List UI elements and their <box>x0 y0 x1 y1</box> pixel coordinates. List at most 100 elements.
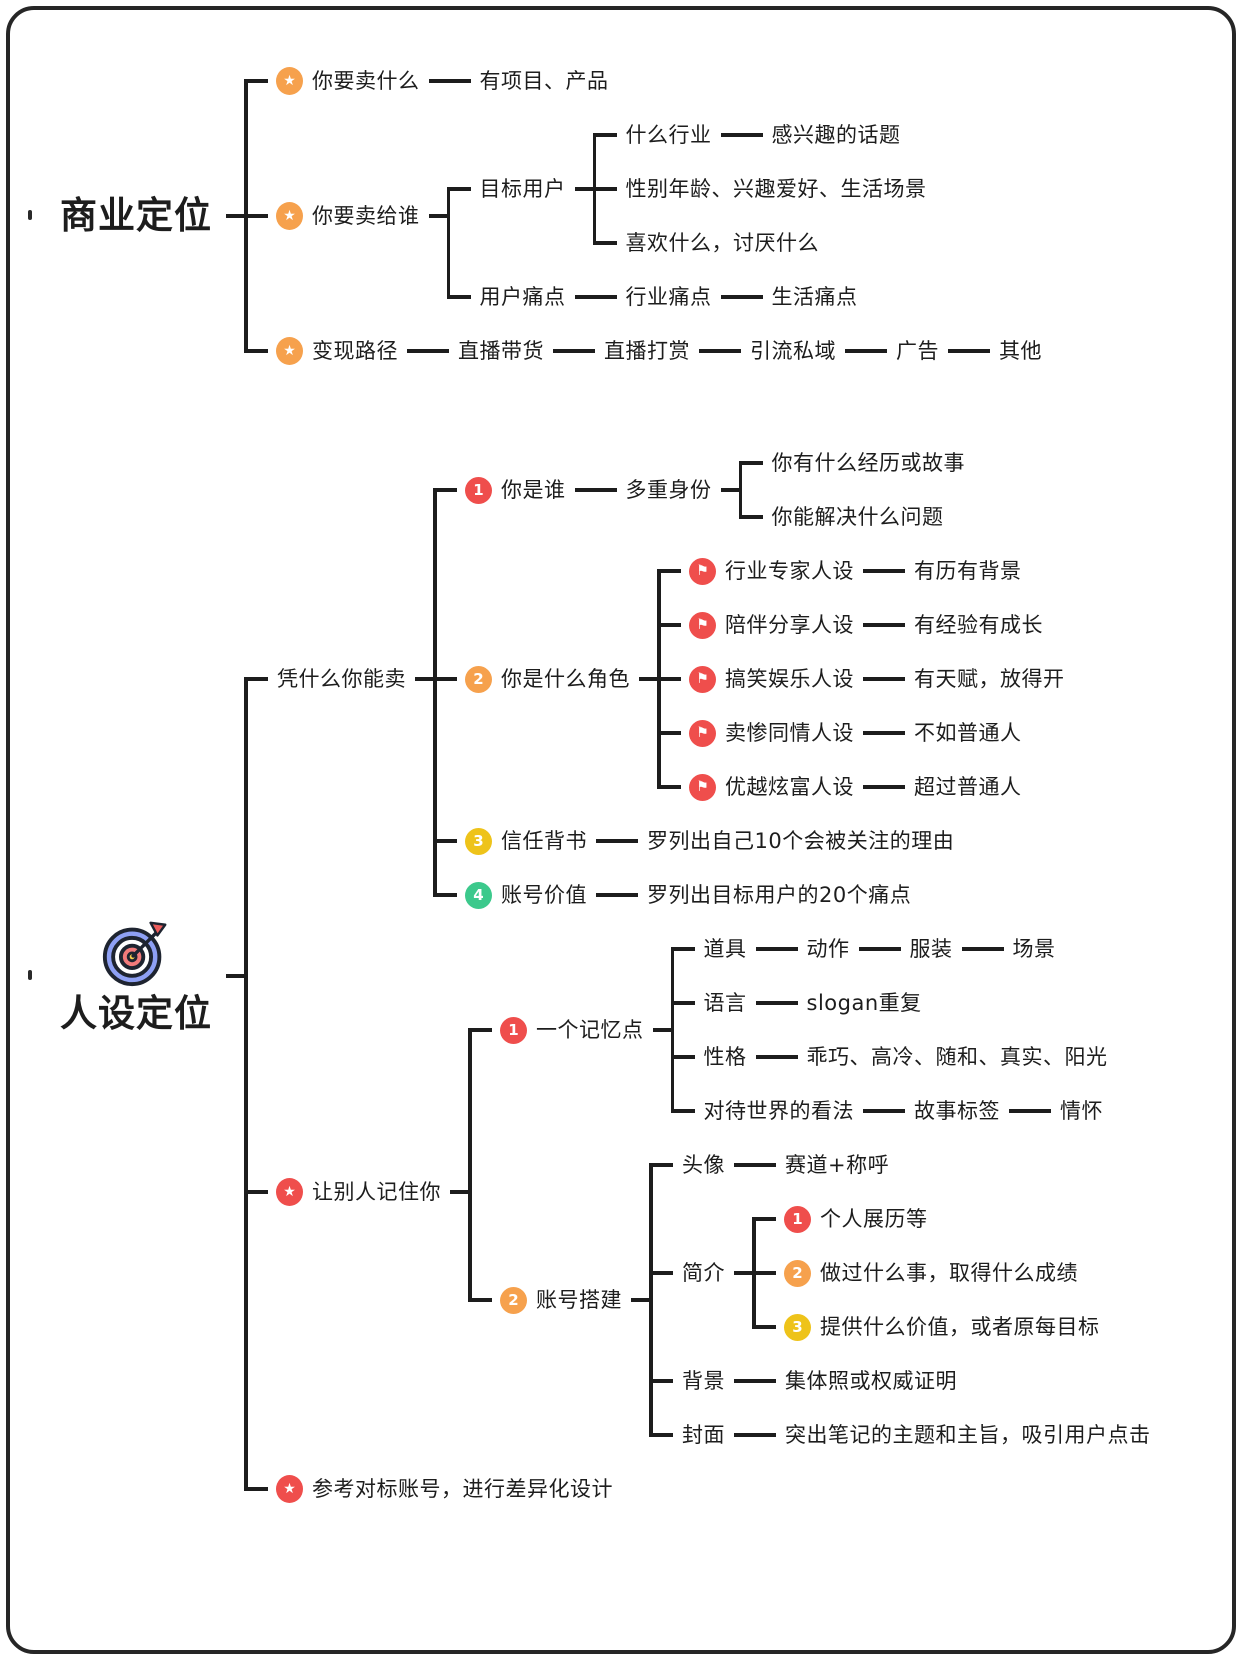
topic-label[interactable]: 罗列出自己10个会被关注的理由 <box>647 829 955 853</box>
branch: 引流私域 广告 其他 <box>717 324 1051 378</box>
topic-label[interactable]: 搞笑娱乐人设 <box>725 667 854 691</box>
topic-label[interactable]: 情怀 <box>1060 1099 1103 1123</box>
children-group: ⚑行业专家人设有历有背景⚑陪伴分享人设有经验有成长⚑搞笑娱乐人设有天赋，放得开⚑… <box>657 544 1074 814</box>
topic-label[interactable]: 用户痛点 <box>479 285 566 309</box>
mindmap-node: 其他 <box>990 324 1051 378</box>
topic-label[interactable]: 什么行业 <box>625 123 712 147</box>
topic-label[interactable]: 参考对标账号，进行差异化设计 <box>312 1477 613 1501</box>
topic-label[interactable]: 个人展历等 <box>820 1207 928 1231</box>
topic-node: 感兴趣的话题 <box>763 108 910 162</box>
star-icon: ★ <box>276 337 303 365</box>
topic-label[interactable]: 集体照或权威证明 <box>785 1369 957 1393</box>
topic-label[interactable]: 不如普通人 <box>914 721 1022 745</box>
topic-label[interactable]: 罗列出目标用户的20个痛点 <box>647 883 912 907</box>
connector-line <box>1009 1109 1027 1113</box>
topic-label[interactable]: 做过什么事，取得什么成绩 <box>820 1261 1078 1285</box>
topic-label[interactable]: 赛道+称呼 <box>785 1153 890 1177</box>
topic-label[interactable]: 性别年龄、兴趣爱好、生活场景 <box>625 177 927 201</box>
mindmap-node: 喜欢什么，讨厌什么 <box>617 216 936 270</box>
topic-label[interactable]: 广告 <box>896 339 939 363</box>
mindmap-node: 有经验有成长 <box>905 598 1052 652</box>
connector-line <box>948 349 966 353</box>
topic-label[interactable]: 你是什么角色 <box>501 667 630 691</box>
topic-label[interactable]: 让别人记住你 <box>312 1180 441 1204</box>
connector-line <box>863 731 881 735</box>
topic-label[interactable]: 一个记忆点 <box>536 1018 644 1042</box>
topic-label[interactable]: 信任背书 <box>501 829 587 853</box>
topic-label[interactable]: 感兴趣的话题 <box>771 123 901 147</box>
number-1-icon: 1 <box>784 1205 811 1233</box>
topic-label[interactable]: 突出笔记的主题和主旨，吸引用户点击 <box>785 1423 1151 1447</box>
children-group: 故事标签 情怀 <box>881 1084 1112 1138</box>
topic-node: 突出笔记的主题和主旨，吸引用户点击 <box>776 1408 1160 1462</box>
topic-label[interactable]: 封面 <box>682 1423 725 1447</box>
topic-label[interactable]: 账号搭建 <box>536 1288 622 1312</box>
children-group: 场景 <box>979 922 1065 976</box>
topic-label[interactable]: 你能解决什么问题 <box>771 505 944 529</box>
dartboard-icon <box>99 915 173 989</box>
topic-label[interactable]: 服装 <box>909 937 953 961</box>
topic-label[interactable]: 生活痛点 <box>771 285 858 309</box>
topic-label[interactable]: 背景 <box>682 1369 725 1393</box>
topic-label[interactable]: 目标用户 <box>479 177 566 201</box>
topic-label[interactable]: 头像 <box>682 1153 725 1177</box>
mindmap-node: 头像 赛道+称呼 <box>673 1138 1160 1192</box>
topic-label[interactable]: 你有什么经历或故事 <box>771 451 965 475</box>
topic-label[interactable]: slogan重复 <box>806 991 922 1015</box>
topic-label[interactable]: 有项目、产品 <box>479 69 609 93</box>
mindmap-node: 你有什么经历或故事 <box>763 436 975 490</box>
topic-label[interactable]: 语言 <box>703 991 747 1015</box>
children-group: 有历有背景 <box>881 544 1031 598</box>
branch: 4 账号价值 罗列出目标用户的20个痛点 <box>433 868 1074 922</box>
topic-label[interactable]: 行业专家人设 <box>725 559 854 583</box>
connector-line <box>574 488 593 492</box>
topic-label[interactable]: 动作 <box>806 937 850 961</box>
topic-label[interactable]: 道具 <box>703 937 747 961</box>
mindmap-node: 服装 场景 <box>901 922 1065 976</box>
root-topic-label[interactable]: 商业定位 <box>60 194 212 237</box>
root-topic-label[interactable]: 人设定位 <box>60 992 212 1035</box>
topic-node: 有历有背景 <box>905 544 1031 598</box>
branch: ⚑陪伴分享人设有经验有成长 <box>657 598 1074 652</box>
topic-label[interactable]: 提供什么价值，或者原每目标 <box>820 1315 1100 1339</box>
topic-label[interactable]: 多重身份 <box>625 478 712 502</box>
mindmap-node: ★你要卖给谁目标用户什么行业感兴趣的话题性别年龄、兴趣爱好、生活场景喜欢什么，讨… <box>268 108 1051 324</box>
topic-node: 封面 <box>673 1408 734 1462</box>
topic-label[interactable]: 变现路径 <box>312 339 398 363</box>
topic-node: ⚑优越炫富人设 <box>681 760 863 814</box>
topic-label[interactable]: 你要卖给谁 <box>312 204 420 228</box>
children-group: 引流私域 广告 其他 <box>717 324 1051 378</box>
topic-label[interactable]: 对待世界的看法 <box>703 1099 854 1123</box>
topic-label[interactable]: 你是谁 <box>501 478 566 502</box>
topic-label[interactable]: 直播打赏 <box>604 339 690 363</box>
topic-label[interactable]: 引流私域 <box>750 339 836 363</box>
topic-label[interactable]: 性格 <box>703 1045 747 1069</box>
topic-label[interactable]: 喜欢什么，讨厌什么 <box>625 231 819 255</box>
mindmap-node: 4 账号价值 罗列出目标用户的20个痛点 <box>457 868 1074 922</box>
topic-label[interactable]: 直播带货 <box>458 339 544 363</box>
mindmap-node: 动作 服装 场景 <box>798 922 1065 976</box>
topic-node: 有天赋，放得开 <box>905 652 1074 706</box>
topic-label[interactable]: 优越炫富人设 <box>725 775 854 799</box>
topic-label[interactable]: 凭什么你能卖 <box>277 667 406 691</box>
topic-label[interactable]: 超过普通人 <box>914 775 1022 799</box>
topic-label[interactable]: 乖巧、高冷、随和、真实、阳光 <box>806 1045 1108 1069</box>
topic-label[interactable]: 你要卖什么 <box>312 69 420 93</box>
number-2-icon: 2 <box>500 1286 527 1314</box>
topic-node: 2 账号搭建 <box>492 1273 631 1327</box>
topic-label[interactable]: 行业痛点 <box>625 285 712 309</box>
topic-label[interactable]: 场景 <box>1012 937 1056 961</box>
topic-label[interactable]: 卖惨同情人设 <box>725 721 854 745</box>
number-4-icon: 4 <box>465 881 492 909</box>
topic-label[interactable]: 有经验有成长 <box>914 613 1043 637</box>
topic-label[interactable]: 账号价值 <box>501 883 587 907</box>
topic-node: 头像 <box>673 1138 734 1192</box>
topic-label[interactable]: 故事标签 <box>914 1099 1000 1123</box>
topic-label[interactable]: 有天赋，放得开 <box>914 667 1065 691</box>
topic-label[interactable]: 有历有背景 <box>914 559 1022 583</box>
topic-label[interactable]: 陪伴分享人设 <box>725 613 854 637</box>
topic-label[interactable]: 其他 <box>999 339 1042 363</box>
topic-label[interactable]: 简介 <box>682 1261 725 1285</box>
